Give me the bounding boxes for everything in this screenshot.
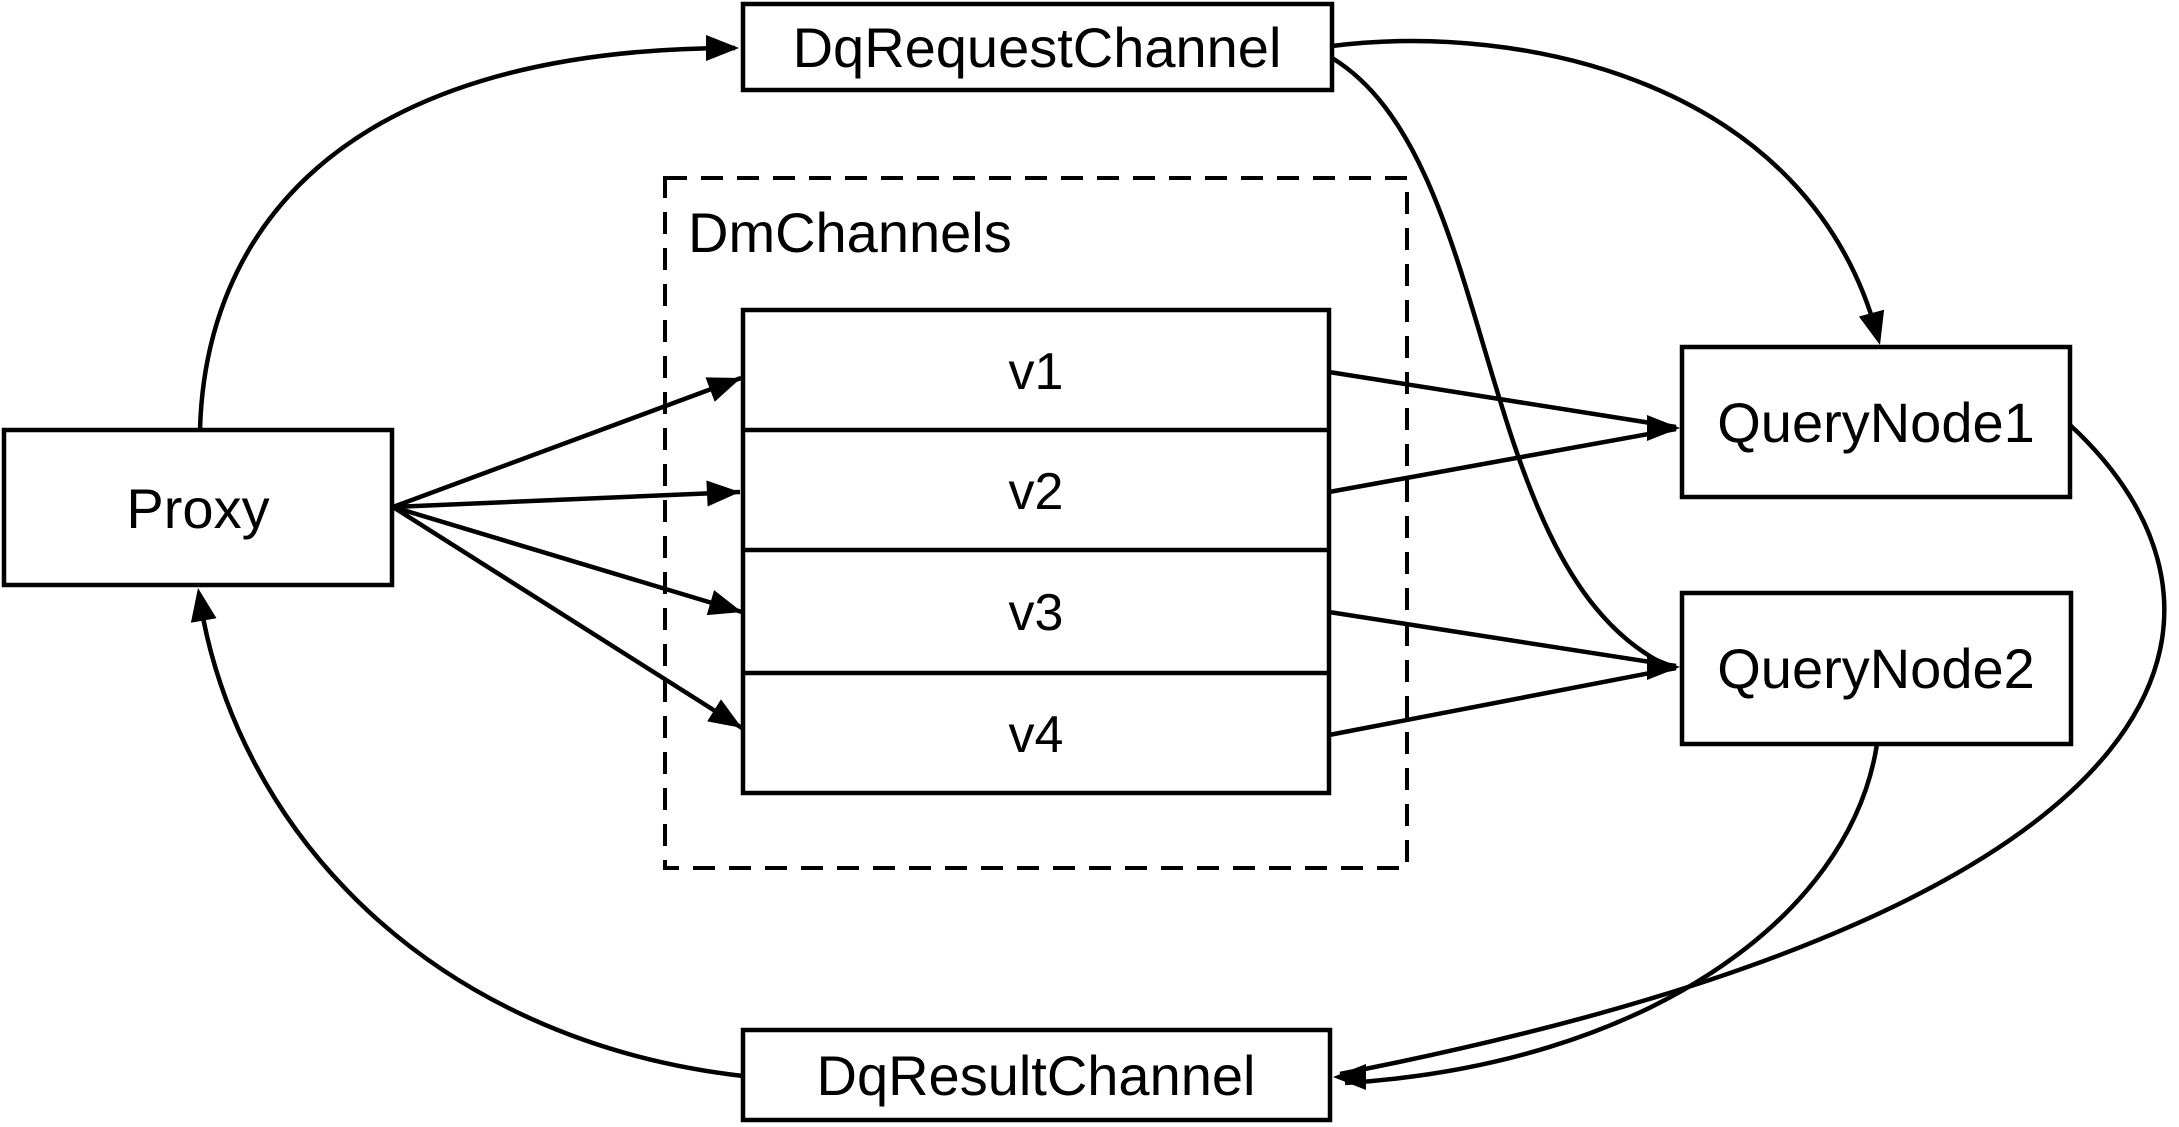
arrowhead-into-dq-result-channel: [1333, 1064, 1366, 1090]
edge-v4-to-query-node-2: [1328, 665, 1677, 738]
proxy-label: Proxy: [126, 477, 269, 540]
edge-query-node-1-to-dq-result-channel: [1339, 423, 2167, 1077]
query-node-1-box: [1679, 344, 2073, 500]
edge-v2-to-query-node-1: [1328, 426, 1677, 495]
arrowhead-into-dq-request-channel: [706, 35, 739, 61]
channel-v2-label: v2: [1009, 463, 1064, 521]
query-node-1-label: QueryNode1: [1717, 391, 2035, 454]
edge-v3-to-query-node-2: [1328, 609, 1677, 669]
dq-result-channel-box: [740, 1027, 1333, 1123]
dq-result-channel-label: DqResultChannel: [817, 1044, 1256, 1107]
arrowhead-into-v4: [707, 699, 742, 728]
edge-proxy-to-dq-request-channel: [197, 45, 736, 431]
query-node-2-box: [1679, 590, 2074, 747]
dm-channels-group-box: [663, 176, 1409, 870]
arrowhead-into-v2: [706, 480, 740, 507]
channel-v4-label: v4: [1009, 706, 1064, 764]
edge-proxy-to-v4: [391, 505, 744, 730]
proxy-box: [1, 427, 395, 588]
edge-proxy-to-v1: [392, 375, 742, 510]
edge-v1-to-query-node-1: [1328, 369, 1677, 430]
channel-v3-label: v3: [1009, 584, 1064, 642]
edge-query-node-2-to-dq-result-channel: [1344, 743, 1880, 1086]
edge-dq-result-channel-to-proxy: [196, 594, 744, 1079]
arrowhead-into-query-node-2-left: [1647, 654, 1680, 680]
query-node-2-label: QueryNode2: [1717, 637, 2035, 700]
arrowhead-into-query-node-1-left: [1647, 415, 1680, 441]
edge-proxy-to-v3: [392, 504, 743, 615]
arrowhead-into-v1: [705, 377, 741, 402]
dq-request-channel-box: [740, 1, 1335, 93]
channel-v1-label: v1: [1009, 343, 1064, 401]
dm-channels-label: DmChannels: [688, 201, 1012, 264]
arrowhead-into-v3: [706, 590, 742, 616]
arrowhead-into-proxy-bottom: [190, 588, 217, 623]
edge-dq-request-channel-to-query-node-1: [1331, 38, 1881, 339]
edge-dq-request-channel-to-query-node-2: [1330, 56, 1662, 664]
edge-proxy-to-v2: [392, 489, 741, 510]
arrowhead-into-query-node-1-top: [1858, 309, 1885, 345]
dq-request-channel-label: DqRequestChannel: [793, 16, 1282, 79]
